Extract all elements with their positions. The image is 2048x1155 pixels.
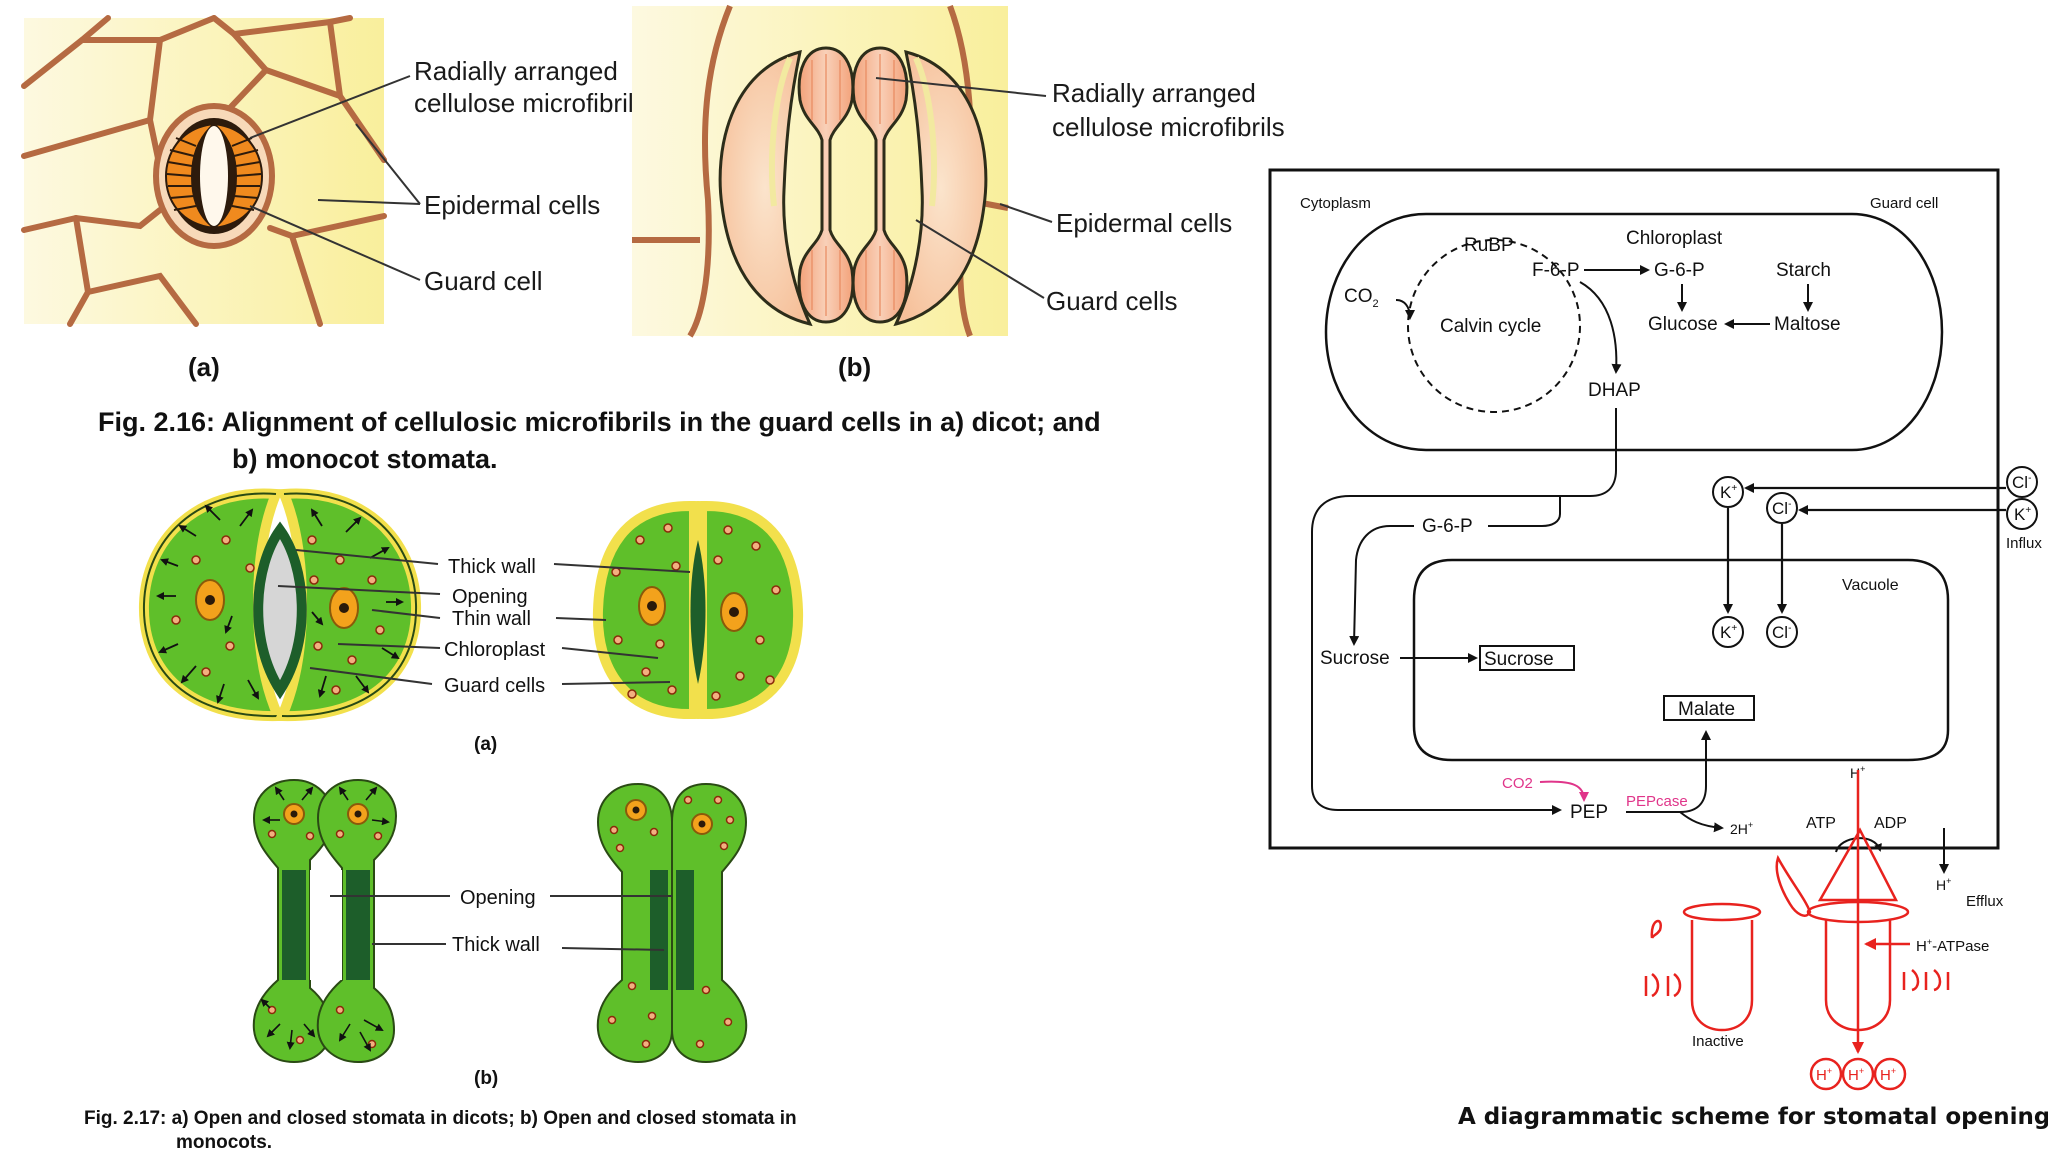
scheme-atpase-pump — [1775, 770, 1910, 1054]
fig216a-stoma — [153, 103, 275, 249]
scheme-h-top: H+ — [1850, 764, 1865, 781]
fig216-caption-line2: b) monocot stomata. — [232, 444, 498, 474]
fig216b-microfibrils-label-2: cellulose microfibrils — [1052, 112, 1285, 142]
scheme-co2-pink-arrow — [1539, 780, 1589, 802]
svg-text:Cl-: Cl- — [1772, 499, 1791, 518]
scheme-vacuole — [1412, 558, 1950, 762]
scheme-malate: Malate — [1678, 699, 1735, 720]
fig217a-chloroplast-label: Chloroplast — [444, 639, 546, 661]
fig217a-thin-wall-label: Thin wall — [452, 608, 531, 630]
scheme-h-efflux: H+ — [1936, 876, 1951, 893]
svg-text:Cl-: Cl- — [1772, 623, 1791, 642]
scheme-starch: Starch — [1776, 260, 1831, 281]
svg-text:H+: H+ — [1816, 1066, 1832, 1084]
scheme-pep: PEP — [1570, 802, 1608, 823]
scheme-atp: ATP — [1806, 815, 1836, 832]
fig217a-panel-label: (a) — [474, 734, 497, 755]
scheme-ion-arrows — [1723, 483, 2006, 614]
svg-text:Cl-: Cl- — [2012, 473, 2031, 492]
fig217b-opening-label: Opening — [460, 887, 536, 909]
scheme-cytoplasm-label: Cytoplasm — [1300, 195, 1371, 212]
scheme-efflux: Efflux — [1966, 893, 2004, 910]
fig216b-leaders — [875, 77, 1053, 299]
fig217a-opening-label: Opening — [452, 586, 528, 608]
fig216a-panel-label: (a) — [188, 352, 220, 382]
fig217-caption-line1: Fig. 2.17: a) Open and closed stomata in… — [84, 1108, 797, 1129]
fig216b-panel-label: (b) — [838, 352, 871, 382]
scheme-guard-cell-label: Guard cell — [1870, 195, 1938, 212]
scheme-calvin-label: Calvin cycle — [1440, 316, 1541, 337]
fig217b-open-stoma — [252, 778, 398, 1064]
fig217a-thick-wall-label: Thick wall — [448, 556, 536, 578]
scheme-g6p: G-6-P — [1422, 516, 1473, 537]
fig216b-guard-label: Guard cells — [1046, 286, 1178, 316]
scheme-h-ions-out — [1809, 1057, 1907, 1091]
scheme-adp: ADP — [1874, 815, 1907, 832]
fig217b-leaders — [330, 895, 672, 951]
fig217a-closed-stoma — [592, 500, 804, 720]
fig216b-microfibrils-label-1: Radially arranged — [1052, 78, 1256, 108]
fig216a-guard-label: Guard cell — [424, 266, 543, 296]
fig216-caption-line1: Fig. 2.16: Alignment of cellulosic micro… — [98, 407, 1101, 437]
fig217a-guard-cells-label: Guard cells — [444, 675, 545, 697]
scheme-ion-labels: K+ Cl- K+ Cl- Cl- K+ — [1720, 473, 2031, 642]
scheme-maltose: Maltose — [1774, 314, 1841, 335]
scheme-caption: A diagrammatic scheme for stomatal openi… — [1458, 1104, 2048, 1130]
scheme-inactive: Inactive — [1692, 1033, 1744, 1050]
fig216a-epidermis — [21, 15, 387, 327]
fig216a-microfibrils-label-1: Radially arranged — [414, 56, 618, 86]
scheme-2h: 2H+ — [1730, 820, 1753, 837]
scheme-sucrose-box — [1479, 645, 1575, 671]
scheme-ions — [1712, 466, 2038, 648]
scheme-rubp: RuBP — [1464, 235, 1514, 256]
scheme-calvin-circle — [1407, 239, 1581, 413]
fig217a-open-stoma — [138, 488, 422, 722]
fig216a-leaders — [249, 75, 421, 281]
fig216a-microfibrils-label-2: cellulose microfibrils — [414, 88, 647, 118]
svg-text:K+: K+ — [2014, 505, 2031, 524]
svg-text:K+: K+ — [1720, 623, 1737, 642]
scheme-h-ion-labels: H+ H+ H+ — [1816, 1066, 1896, 1084]
fig216a-epidermal-label: Epidermal cells — [424, 190, 600, 220]
fig217a-leaders — [277, 549, 691, 685]
scheme-sucrose-left: Sucrose — [1320, 648, 1390, 669]
scheme-chloroplast-label: Chloroplast — [1626, 228, 1723, 249]
scheme-chloroplast — [1324, 212, 1944, 452]
fig217-caption-line2: monocots. — [176, 1132, 273, 1153]
scheme-pep-arrows — [1626, 730, 1724, 833]
scheme-co2: CO2 — [1344, 286, 1379, 310]
scheme-vacuole-label: Vacuole — [1842, 577, 1899, 594]
scheme-inactive-pump — [1644, 902, 1950, 1032]
scheme-influx: Influx — [2006, 535, 2042, 552]
scheme-chloroplast-arrows — [1395, 265, 1813, 374]
scheme-malate-box — [1663, 695, 1755, 721]
svg-text:H+: H+ — [1848, 1066, 1864, 1084]
scheme-pepcase: PEPcase — [1626, 793, 1688, 810]
scheme-glucose: Glucose — [1648, 314, 1718, 335]
fig216-caption: Fig. 2.16: Alignment of cellulosic micro… — [98, 404, 1198, 478]
fig217b-panel-label: (b) — [474, 1068, 498, 1089]
fig217-caption: Fig. 2.17: a) Open and closed stomata in… — [84, 1107, 844, 1155]
scheme-cytoplasm-pathway — [1311, 408, 1617, 815]
svg-text:H+: H+ — [1880, 1066, 1896, 1084]
fig216b-epidermal-label: Epidermal cells — [1056, 208, 1232, 238]
scheme-dhap: DHAP — [1588, 380, 1641, 401]
scheme-f6p: F-6-P — [1532, 260, 1580, 281]
fig216b-stoma — [718, 46, 988, 327]
scheme-g6p-top: G-6-P — [1654, 260, 1705, 281]
svg-text:K+: K+ — [1720, 483, 1737, 502]
scheme-h-atpase: H+-ATPase — [1916, 937, 1989, 955]
fig217b-thick-wall-label: Thick wall — [452, 934, 540, 956]
scheme-co2-pink: CO2 — [1502, 775, 1533, 792]
fig217b-closed-stoma — [596, 782, 748, 1064]
scheme-sucrose-box-label: Sucrose — [1484, 649, 1554, 670]
